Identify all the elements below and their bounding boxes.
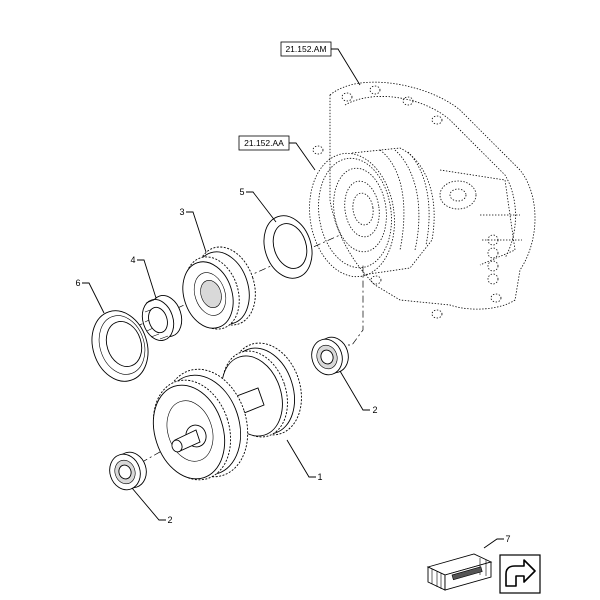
leader-lines — [82, 48, 504, 549]
bearing-part-2-lower — [109, 451, 147, 491]
callout-5: 5 — [239, 187, 244, 197]
gear-part-3 — [182, 246, 256, 330]
bearing-part-2-upper — [311, 336, 349, 376]
navigate-arrow-icon[interactable] — [499, 554, 541, 594]
callout-4: 4 — [130, 255, 135, 265]
washer-part-5 — [263, 215, 313, 279]
callout-6: 6 — [75, 278, 80, 288]
svg-text:21.152.AA: 21.152.AA — [244, 138, 284, 148]
callout-2-upper: 2 — [372, 405, 377, 415]
svg-text:21.152.AM: 21.152.AM — [285, 44, 326, 54]
kit-box-icon — [426, 553, 493, 591]
thrust-washer-part-6 — [91, 310, 149, 382]
clutch-pack-assembly — [309, 147, 435, 278]
reference-label-21-152-am[interactable]: 21.152.AM — [280, 41, 332, 57]
callout-1: 1 — [317, 472, 322, 482]
callout-7: 7 — [505, 534, 510, 544]
transmission-housing — [312, 81, 536, 319]
reference-label-21-152-aa[interactable]: 21.152.AA — [238, 135, 290, 151]
callout-3: 3 — [179, 207, 184, 217]
needle-bearing-part-4 — [141, 295, 183, 341]
callout-2-lower: 2 — [167, 515, 172, 525]
cluster-gear-part-1 — [152, 342, 302, 481]
